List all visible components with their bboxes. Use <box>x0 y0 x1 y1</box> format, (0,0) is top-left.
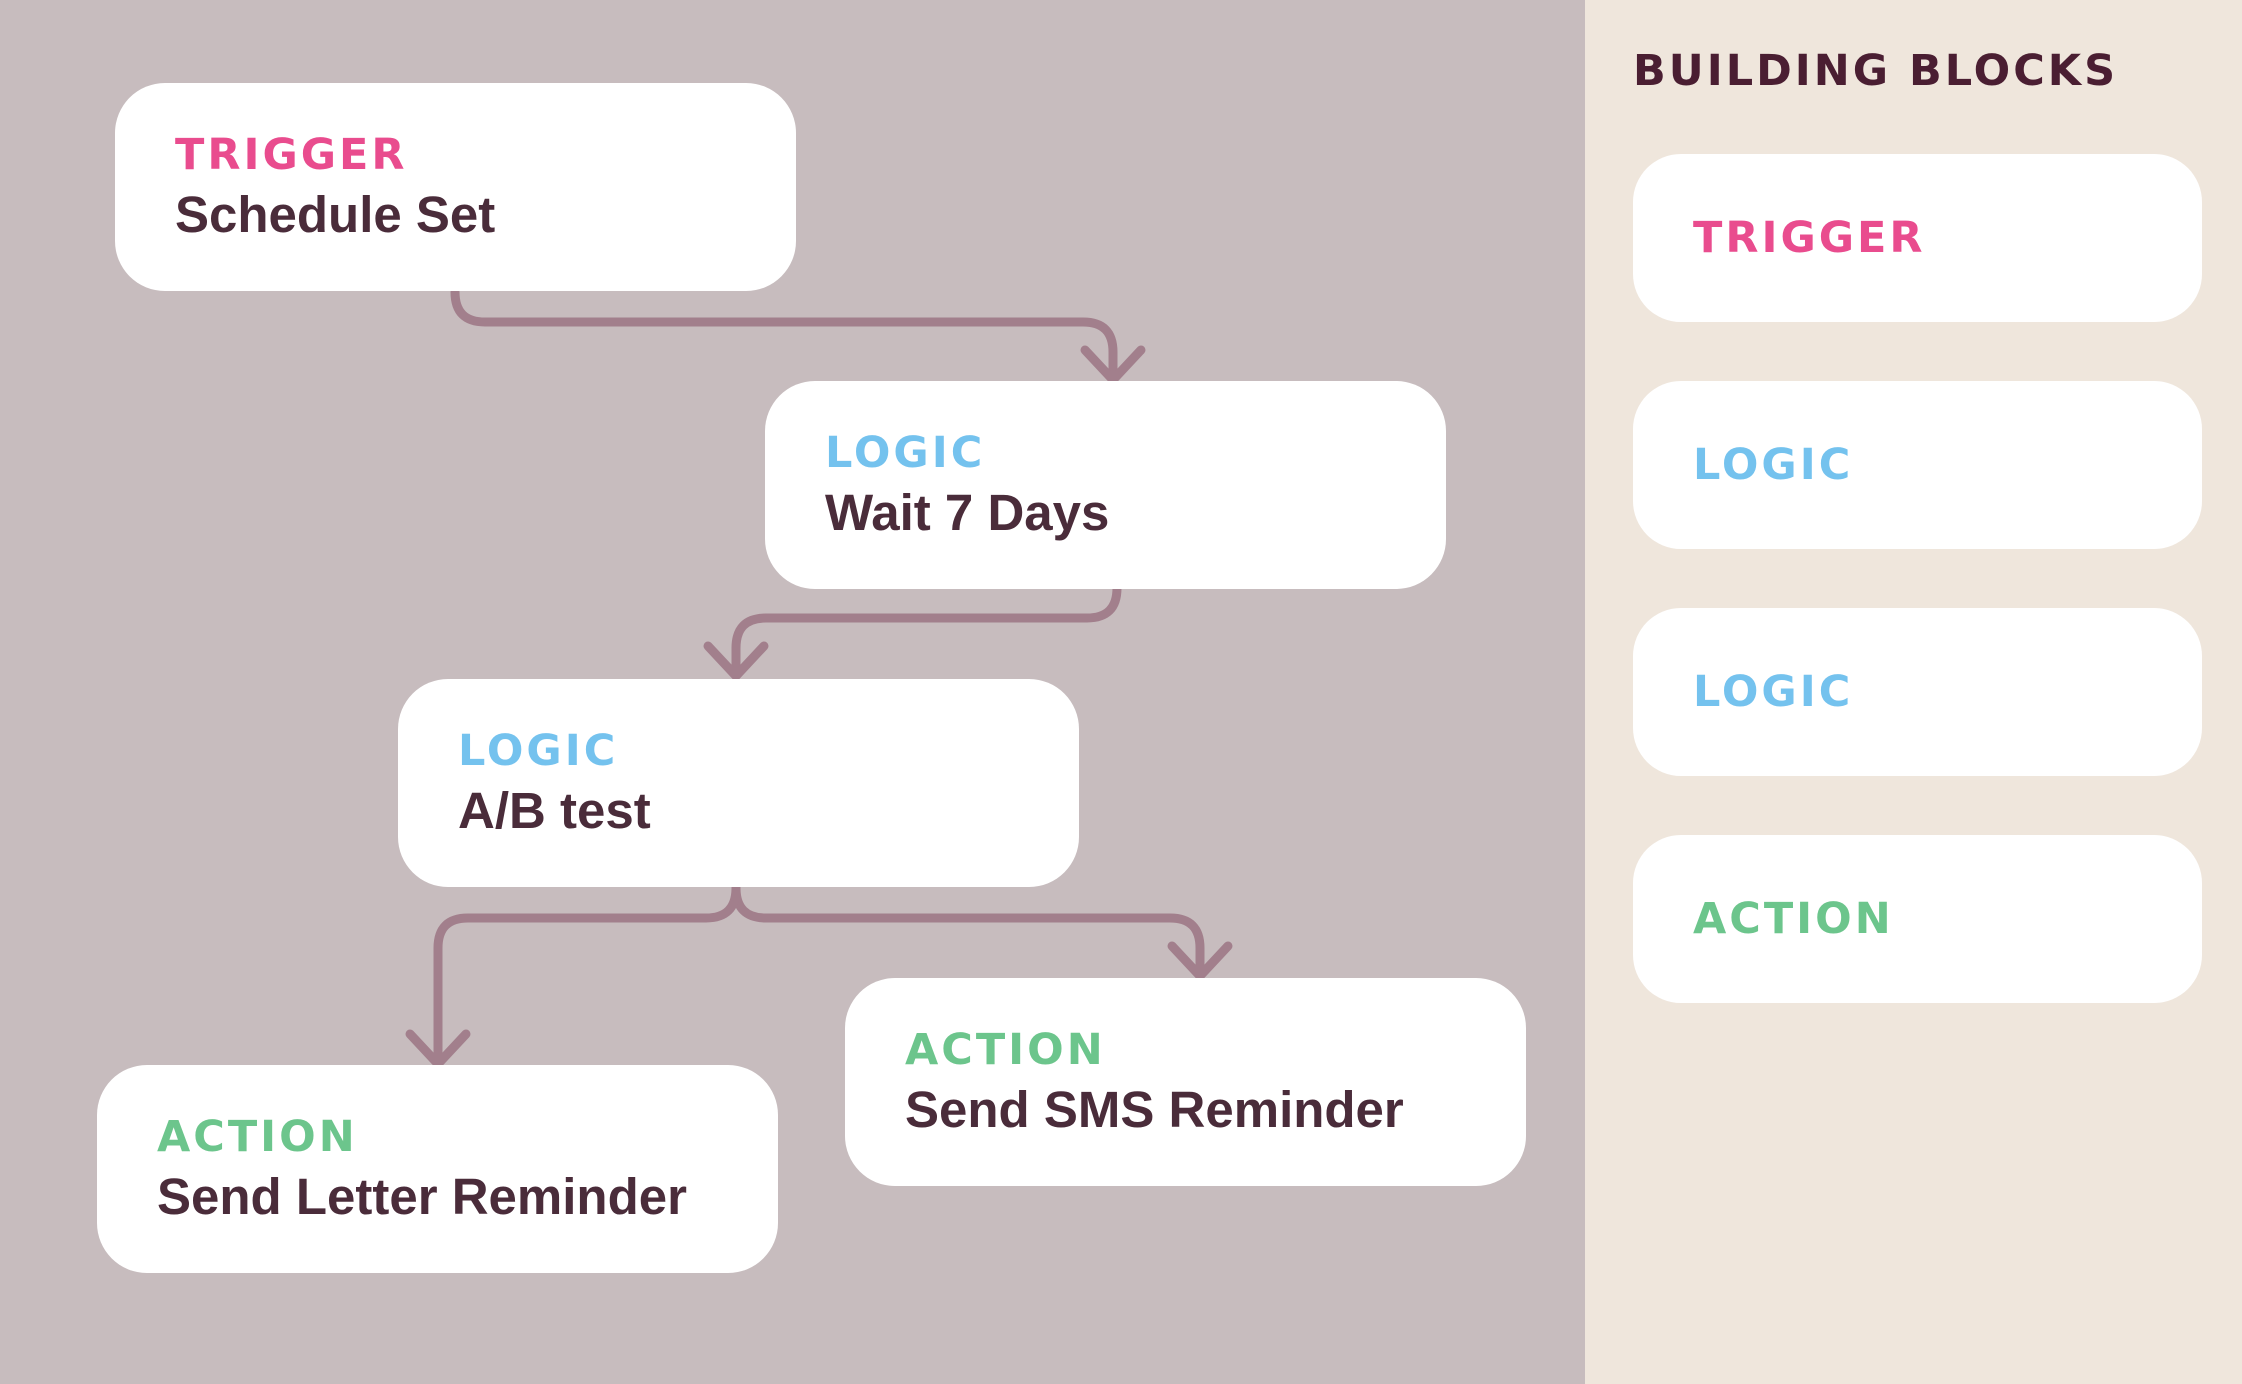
flow-node-send-letter-reminder[interactable]: ACTION Send Letter Reminder <box>97 1065 778 1273</box>
block-label: LOGIC <box>1693 440 1854 490</box>
building-blocks-panel: BUILDING BLOCKS TRIGGER LOGIC LOGIC ACTI… <box>1585 0 2242 1384</box>
panel-title: BUILDING BLOCKS <box>1633 46 2119 96</box>
connector-abtest-to-sms <box>731 883 1205 979</box>
block-label: ACTION <box>1693 894 1894 944</box>
flow-connectors <box>405 287 1233 1069</box>
connector-arrowhead <box>405 1029 471 1069</box>
node-type-label: LOGIC <box>458 726 619 776</box>
workflow-canvas[interactable]: TRIGGER Schedule Set LOGIC Wait 7 Days L… <box>0 0 1585 1384</box>
connector-wait-to-abtest <box>731 583 1122 679</box>
node-type-label: TRIGGER <box>175 130 408 180</box>
flow-node-wait-7-days[interactable]: LOGIC Wait 7 Days <box>765 381 1446 589</box>
block-action[interactable]: ACTION <box>1633 835 2202 1003</box>
connector-trigger-to-wait <box>450 287 1118 383</box>
node-title: A/B test <box>458 782 651 839</box>
node-type-label: LOGIC <box>825 428 986 478</box>
block-trigger[interactable]: TRIGGER <box>1633 154 2202 322</box>
node-type-label: ACTION <box>905 1025 1106 1075</box>
connector-arrowhead <box>1080 345 1146 385</box>
connector-arrowhead <box>1167 941 1233 981</box>
flow-node-schedule-set[interactable]: TRIGGER Schedule Set <box>115 83 796 291</box>
node-title: Wait 7 Days <box>825 484 1110 541</box>
connector-arrowhead <box>703 641 769 681</box>
node-title: Send SMS Reminder <box>905 1081 1404 1138</box>
block-logic[interactable]: LOGIC <box>1633 381 2202 549</box>
block-label: LOGIC <box>1693 667 1854 717</box>
connector-abtest-to-letter <box>433 883 741 1067</box>
node-type-label: ACTION <box>157 1112 358 1162</box>
block-label: TRIGGER <box>1693 213 1926 263</box>
node-title: Schedule Set <box>175 186 496 243</box>
block-logic[interactable]: LOGIC <box>1633 608 2202 776</box>
node-title: Send Letter Reminder <box>157 1168 687 1225</box>
flow-node-ab-test[interactable]: LOGIC A/B test <box>398 679 1079 887</box>
flow-node-send-sms-reminder[interactable]: ACTION Send SMS Reminder <box>845 978 1526 1186</box>
